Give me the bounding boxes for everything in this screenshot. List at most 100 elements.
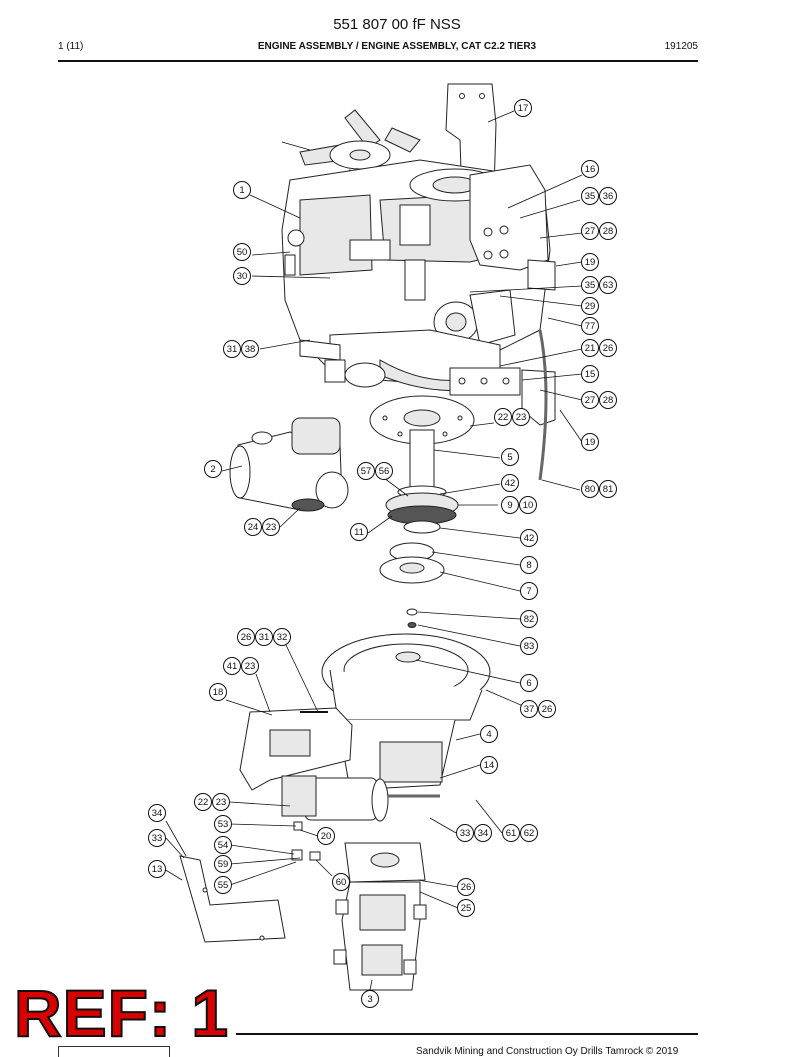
callout-bubble <box>273 628 291 646</box>
callout-26: 26 <box>457 878 475 896</box>
callout-number: 53 <box>218 819 229 830</box>
callout-bubble <box>357 462 375 480</box>
callout-bubble <box>241 340 259 358</box>
callout-42: 42 <box>520 529 538 547</box>
callout-bubble <box>519 496 537 514</box>
callout-bubble <box>317 827 335 845</box>
callout-bubble <box>474 824 492 842</box>
callout-bubble <box>456 824 474 842</box>
callout-bubble <box>599 391 617 409</box>
callout-bubble <box>599 222 617 240</box>
callout-number: 2 <box>210 464 215 475</box>
callout-number: 10 <box>523 500 534 511</box>
callout-bubble <box>599 480 617 498</box>
callout-bubble <box>581 160 599 178</box>
callout-number: 29 <box>585 301 596 312</box>
callout-13: 13 <box>148 860 166 878</box>
callout-bubble <box>457 899 475 917</box>
callout-bubble <box>494 408 512 426</box>
callout-bubble <box>520 556 538 574</box>
callout-number: 19 <box>585 257 596 268</box>
callout-bubble <box>214 836 232 854</box>
pump-housing-drawing <box>179 633 491 991</box>
callout-number: 6 <box>526 678 531 689</box>
callout-number: 9 <box>507 500 512 511</box>
callout-bubble <box>480 756 498 774</box>
page-indicator: 1 (11) <box>58 41 84 52</box>
callout-bubble <box>581 222 599 240</box>
callout-number: 80 <box>585 484 596 495</box>
callout-number: 33 <box>152 833 163 844</box>
callout-60: 60 <box>332 873 350 891</box>
callout-bubble <box>262 518 280 536</box>
callout-number: 82 <box>524 614 535 625</box>
callout-number: 56 <box>379 466 390 477</box>
callout-14: 14 <box>480 756 498 774</box>
callout-34: 34 <box>148 804 166 822</box>
callout-number: 62 <box>524 828 535 839</box>
callout-25: 25 <box>457 899 475 917</box>
callout-82: 82 <box>520 610 538 628</box>
callout-4: 4 <box>480 725 498 743</box>
callout-number: 59 <box>218 859 229 870</box>
callout-number: 42 <box>505 478 516 489</box>
callout-bubble <box>457 878 475 896</box>
callout-bubble <box>148 829 166 847</box>
callout-number: 41 <box>227 661 238 672</box>
callout-number: 38 <box>245 344 256 355</box>
callout-20: 20 <box>317 827 335 845</box>
callout-19: 19 <box>581 433 599 451</box>
callout-bubble <box>581 365 599 383</box>
callout-number: 37 <box>524 704 535 715</box>
callout-2: 2 <box>204 460 222 478</box>
callout-57-56: 57 56 <box>357 462 393 480</box>
callout-33: 33 <box>148 829 166 847</box>
callout-bubble <box>581 339 599 357</box>
callout-number: 26 <box>603 343 614 354</box>
callout-bubble <box>520 824 538 842</box>
callout-61-62: 61 62 <box>502 824 538 842</box>
callout-number: 57 <box>361 466 372 477</box>
callout-number: 28 <box>603 395 614 406</box>
callout-bubble <box>501 496 519 514</box>
callout-1: 1 <box>233 181 251 199</box>
callout-18: 18 <box>209 683 227 701</box>
callout-bubble <box>512 408 530 426</box>
footer-divider <box>236 1033 698 1035</box>
callout-bubble <box>538 700 556 718</box>
callout-bubble <box>581 253 599 271</box>
callout-bubble <box>237 628 255 646</box>
callout-bubble <box>501 474 519 492</box>
callout-bubble <box>148 804 166 822</box>
callout-54: 54 <box>214 836 232 854</box>
callout-number: 33 <box>460 828 471 839</box>
callout-number: 61 <box>506 828 517 839</box>
callout-9-10: 9 10 <box>501 496 537 514</box>
callout-number: 14 <box>484 760 495 771</box>
callout-number: 50 <box>237 247 248 258</box>
callout-16: 16 <box>581 160 599 178</box>
document-number: 551 807 00 fF NSS <box>333 16 461 33</box>
callout-number: 5 <box>507 452 512 463</box>
callout-number: 34 <box>478 828 489 839</box>
callout-bubble <box>599 276 617 294</box>
callout-number: 16 <box>585 164 596 175</box>
callout-77: 77 <box>581 317 599 335</box>
engine-drawing <box>281 83 556 481</box>
callout-number: 35 <box>585 280 596 291</box>
callout-number: 83 <box>524 641 535 652</box>
callout-bubble <box>520 582 538 600</box>
callout-number: 18 <box>213 687 224 698</box>
callout-17: 17 <box>514 99 532 117</box>
callout-19: 19 <box>581 253 599 271</box>
callout-bubble <box>502 824 520 842</box>
callout-number: 7 <box>526 586 531 597</box>
callout-bubble <box>581 187 599 205</box>
